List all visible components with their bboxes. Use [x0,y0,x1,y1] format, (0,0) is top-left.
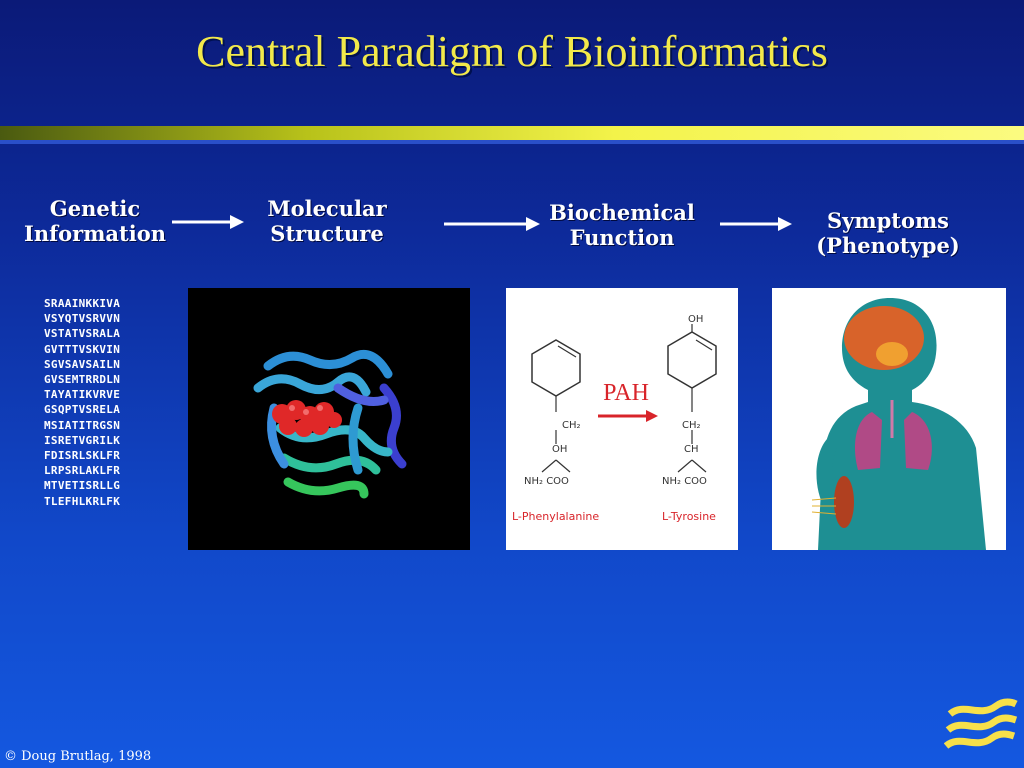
sequence-line: GSQPTVSRELA [44,403,121,417]
left-nh-label: NH₂ COO [524,476,569,487]
sequence-line: TAYATIKVRVE [44,388,121,402]
benzene-ring-icon [531,339,581,397]
right-ch2-label: CH₂ [682,420,701,431]
sequence-line: VSTATVSRALA [44,327,121,341]
sequence-line: SGVSAVSAILN [44,357,121,371]
slide-title: Central Paradigm of Bioinformatics [196,27,828,76]
right-oh-label: OH [688,314,703,325]
stage-label-line: (Phenotype) [816,233,960,258]
stage-label-line: Symptoms [826,208,950,233]
wave-logo-icon [943,696,1018,764]
phenotype-image [772,288,1006,550]
stage-label-molecular: Molecular Structure [252,196,402,246]
sequence-line: TLEFHLKRLFK [44,494,121,508]
stage-label-line: Structure [270,221,384,246]
protein-sequence: SRAAINKKIVA VSYQTVSRVVN VSTATVSRALA GVTT… [44,296,120,509]
human-body-icon [811,298,986,550]
stage-label-line: Biochemical [549,200,695,225]
molecular-structure-image [188,288,470,550]
sequence-line: LRPSRLAKLFR [44,464,121,478]
title-divider [0,126,1024,140]
reaction-arrow-icon [646,410,658,422]
sequence-line: MTVETISRLLG [44,479,121,493]
stage-label-biochemical: Biochemical Function [542,200,702,250]
right-nh-label: NH₂ COO [662,476,707,487]
enzyme-label: PAH [603,380,649,406]
sequence-line: SRAAINKKIVA [44,297,121,310]
right-ch-label: CH [684,444,699,455]
sequence-line: VSYQTVSRVVN [44,312,121,326]
protein-ribbon-icon [253,350,407,499]
right-compound-name: L-Tyrosine [662,510,716,523]
arrow-right-icon [720,214,794,234]
title-divider-shadow [0,140,1024,144]
left-oh-label: OH [552,444,567,455]
sequence-line: FDISRLSKLFR [44,449,121,463]
sequence-line: GVTTTVSKVIN [44,342,121,356]
biochemical-reaction-image: PAH CH₂ OH NH₂ COO OH CH₂ CH NH₂ COO L-P… [506,288,738,550]
copyright-footer: © Doug Brutlag, 1998 [4,749,152,764]
left-compound-name: L-Phenylalanine [512,510,599,523]
reaction-diagram: PAH CH₂ OH NH₂ COO OH CH₂ CH NH₂ COO L-P… [512,314,717,523]
stage-label-symptoms: Symptoms (Phenotype) [808,208,968,258]
arrow-right-icon [172,212,246,232]
benzene-ring-icon [667,331,717,389]
sequence-line: MSIATITRGSN [44,418,121,432]
stage-label-line: Information [24,221,166,246]
arrow-right-icon [444,214,542,234]
sequence-line: GVSEMTRRDLN [44,373,121,387]
stage-label-line: Molecular [267,196,387,221]
stage-label-genetic: Genetic Information [20,196,170,246]
sequence-line: ISRETVGRILK [44,433,121,447]
stage-label-line: Genetic [49,196,141,221]
stage-label-line: Function [569,225,675,250]
left-ch2-label: CH₂ [562,420,581,431]
